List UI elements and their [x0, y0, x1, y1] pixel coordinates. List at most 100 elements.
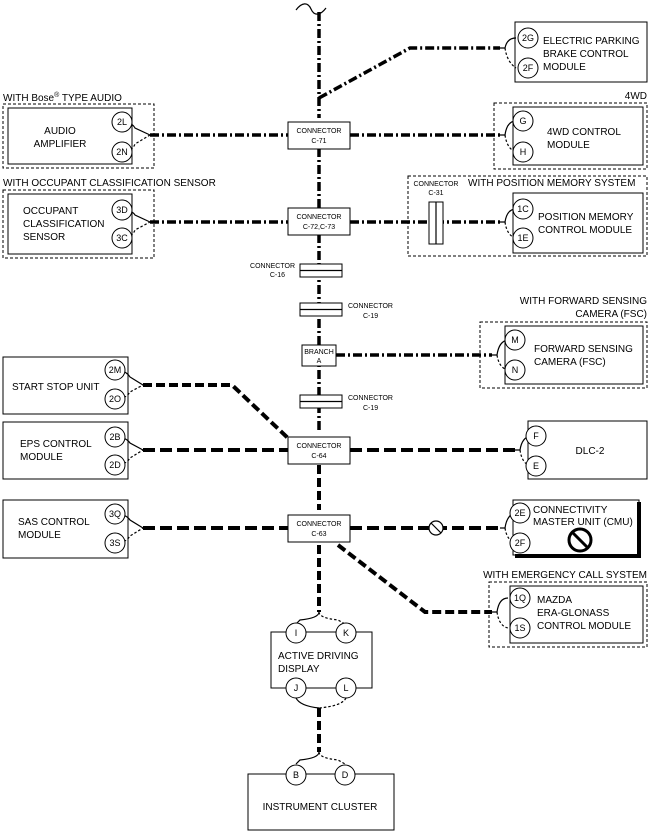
audio-amplifier-box [7, 107, 133, 165]
occupant-group-caption: WITH OCCUPANT CLASSIFICATION SENSOR [3, 178, 216, 189]
svg-text:2E: 2E [514, 508, 525, 518]
pin-i [285, 622, 307, 644]
fsc-option-box [479, 321, 648, 389]
mazda-era-group: WITH EMERGENCY CALL SYSTEM 1Q 1S MAZDA E… [483, 570, 648, 648]
svg-text:B: B [293, 770, 299, 780]
svg-text:3C: 3C [116, 233, 128, 243]
start-stop-unit-label: START STOP UNIT [12, 382, 99, 393]
epb-module-label: MODULE [543, 62, 586, 73]
fsc-group: WITH FORWARD SENSING CAMERA (FSC) M N FO… [479, 296, 648, 389]
svg-text:J: J [294, 683, 299, 693]
ssu-wire [143, 383, 292, 442]
pin-3d [111, 199, 133, 221]
svg-text:C-64: C-64 [311, 453, 326, 460]
occupant-sensor-label: SENSOR [23, 232, 65, 243]
svg-text:C-72,C-73: C-72,C-73 [303, 224, 335, 231]
audio-amplifier-label: AMPLIFIER [34, 139, 87, 150]
position-memory-group: CONNECTOR C-31 WITH POSITION MEMORY SYST… [407, 175, 648, 257]
fourwd-module-label: MODULE [547, 140, 590, 151]
svg-text:C-19: C-19 [363, 313, 378, 320]
sas-module-label: MODULE [18, 530, 61, 541]
svg-text:2F: 2F [515, 538, 526, 548]
fourwd-group-caption: 4WD [625, 91, 647, 102]
pin-2d [104, 454, 126, 476]
epb-module-label: BRAKE CONTROL [543, 49, 629, 60]
pin-2n [111, 141, 133, 163]
pin-2e [509, 502, 531, 524]
pin-2b [104, 426, 126, 448]
svg-text:CONNECTOR: CONNECTOR [297, 128, 342, 135]
epb-wire [318, 46, 500, 100]
pin-d [334, 764, 356, 786]
fourwd-module-box [512, 106, 644, 166]
connector-c63: CONNECTOR C-63 [287, 514, 351, 543]
svg-text:CONNECTOR: CONNECTOR [348, 303, 393, 310]
svg-text:C-19: C-19 [363, 405, 378, 412]
svg-text:C-71: C-71 [311, 138, 326, 145]
fsc-module-label: CAMERA (FSC) [534, 357, 606, 368]
svg-text:2L: 2L [117, 117, 127, 127]
pin-label: 2G [522, 33, 534, 43]
pin-m [504, 329, 526, 351]
bus-wires [143, 3, 515, 752]
occupant-sensor-group: WITH OCCUPANT CLASSIFICATION SENSOR OCCU… [2, 178, 216, 259]
svg-text:A: A [317, 358, 322, 365]
pin-label: 2F [523, 63, 534, 73]
pin-1c [512, 198, 534, 220]
pin-h [512, 141, 534, 163]
svg-text:2D: 2D [109, 460, 121, 470]
svg-text:2B: 2B [109, 432, 120, 442]
svg-text:I: I [295, 628, 298, 638]
pin-n [504, 359, 526, 381]
svg-text:D: D [342, 770, 349, 780]
svg-text:E: E [533, 461, 539, 471]
bose-option-box [2, 103, 155, 169]
svg-text:3D: 3D [116, 205, 128, 215]
fsc-group-caption: CAMERA (FSC) [575, 309, 647, 320]
pin-1s [509, 617, 531, 639]
mazda-era-box [509, 585, 644, 644]
occupant-option-box [2, 189, 155, 259]
pin-2m [104, 359, 126, 381]
svg-text:CONNECTOR: CONNECTOR [348, 395, 393, 402]
instrument-cluster-group: B D INSTRUMENT CLUSTER [247, 751, 395, 831]
pin-1e [512, 227, 534, 249]
connector-c71: CONNECTOR C-71 [287, 121, 351, 150]
position-option-box [407, 175, 648, 257]
svg-text:CONNECTOR: CONNECTOR [297, 521, 342, 528]
position-memory-label: CONTROL MODULE [538, 225, 632, 236]
svg-text:L: L [343, 683, 348, 693]
svg-text:F: F [533, 431, 539, 441]
pin-e [525, 455, 547, 477]
emergency-option-box [488, 581, 648, 648]
audio-amplifier-group: WITH Bose® TYPE AUDIO AUDIO AMPLIFIER 2L… [2, 91, 155, 169]
connector-c31-label: C-31 [428, 190, 443, 197]
sas-module-label: SAS CONTROL [18, 517, 90, 528]
svg-text:CONNECTOR: CONNECTOR [250, 263, 295, 270]
svg-text:1Q: 1Q [514, 593, 526, 603]
occupant-sensor-label: CLASSIFICATION [23, 219, 105, 230]
pin-3q [104, 503, 126, 525]
pin-k [335, 622, 357, 644]
dlc-box [527, 420, 648, 480]
dlc-label: DLC-2 [576, 446, 605, 457]
svg-text:C-16: C-16 [270, 272, 285, 279]
fsc-module-box [504, 325, 644, 385]
wire-break-mark [295, 3, 327, 15]
pin-2l [111, 111, 133, 133]
svg-text:BRANCH: BRANCH [304, 349, 334, 356]
svg-text:CONNECTOR: CONNECTOR [297, 214, 342, 221]
svg-text:3Q: 3Q [109, 509, 121, 519]
branch-a: BRANCH A [301, 344, 337, 367]
eps-module-label: EPS CONTROL [20, 439, 92, 450]
connector-c72-c73: CONNECTOR C-72,C-73 [287, 207, 351, 236]
sas-module-group: SAS CONTROL MODULE 3Q 3S [2, 499, 144, 559]
svg-text:1C: 1C [517, 204, 529, 214]
mazda-era-label: ERA-GLONASS [537, 608, 610, 619]
svg-text:1S: 1S [514, 623, 525, 633]
active-driving-display-group: I K ACTIVE DRIVING DISPLAY J L [270, 611, 373, 709]
cmu-module-label: CONNECTIVITY [533, 505, 608, 516]
pin-2o [104, 388, 126, 410]
pin-3c [111, 227, 133, 249]
